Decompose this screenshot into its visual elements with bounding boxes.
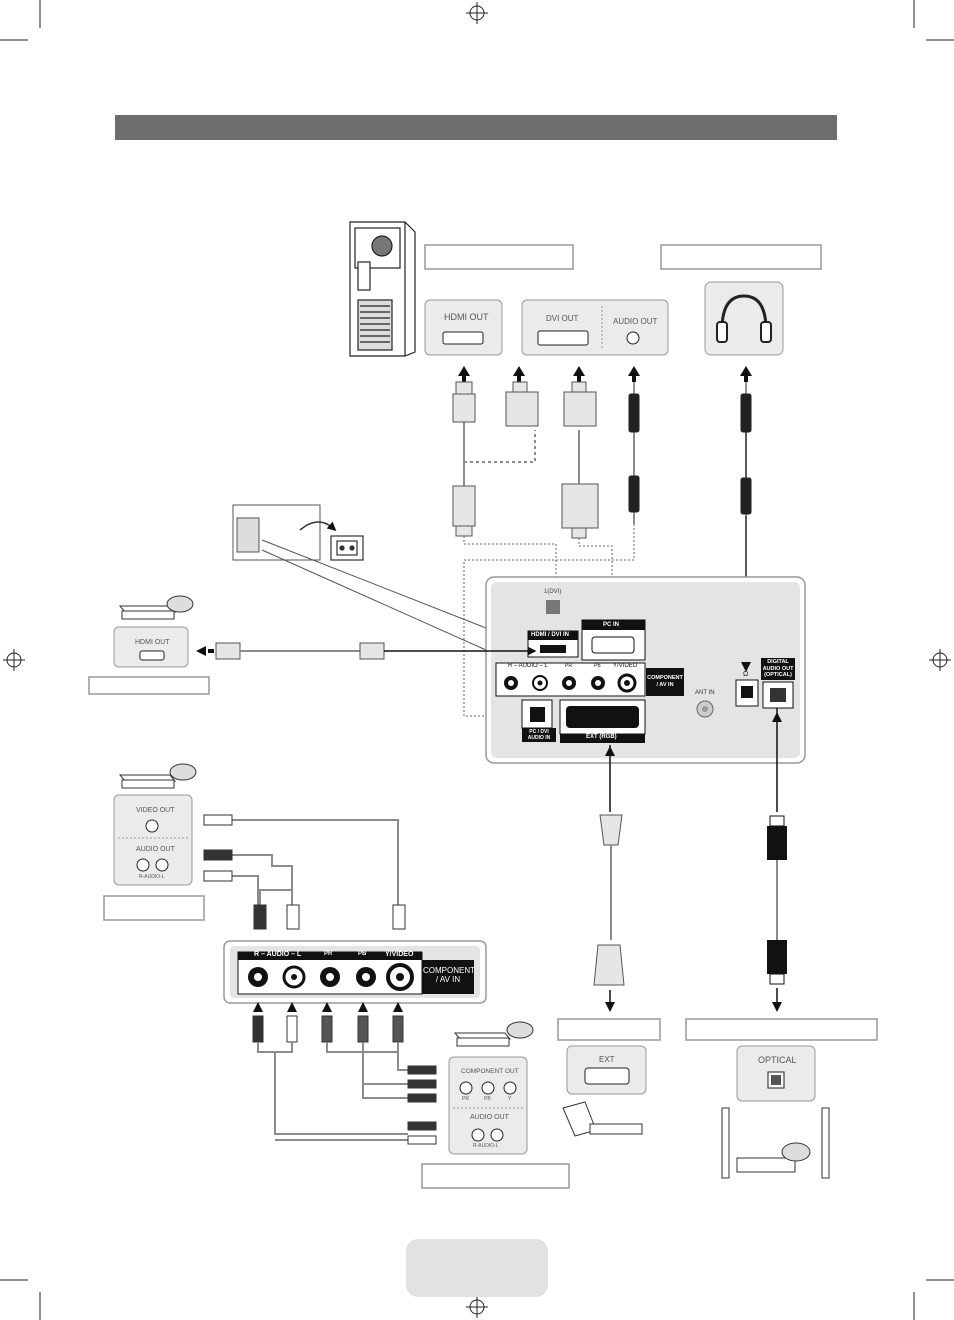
hdmi-device-caption-box xyxy=(88,676,210,695)
comp-pb-label: PB xyxy=(484,1096,491,1102)
tv-headphone-symbol: Ω xyxy=(743,671,749,678)
hdmi-device-panel xyxy=(113,626,189,668)
ext-device-panel xyxy=(566,1045,647,1095)
component-plugs xyxy=(252,1015,404,1043)
tv-ext-rgb-label: EXT (RGB) xyxy=(586,734,617,740)
left-hdmi-out-label: HDMI OUT xyxy=(135,639,170,646)
pc-audio-out-label: AUDIO OUT xyxy=(613,317,658,326)
tv-component-av-label: COMPONENT / AV IN xyxy=(647,675,683,688)
tv-pc-audio-port xyxy=(521,699,556,742)
component-cables xyxy=(257,1042,408,1141)
optical-device-caption-box xyxy=(685,1018,878,1041)
audio-out-left-label: AUDIO OUT xyxy=(136,846,175,853)
component-audio-out-label: AUDIO OUT xyxy=(470,1114,509,1121)
tv-pc-in-port xyxy=(581,619,646,661)
ext-device-caption-box xyxy=(557,1018,661,1041)
tv-optical-port xyxy=(761,658,795,709)
comp-y-label: Y xyxy=(508,1096,512,1102)
hdmi-num-label: 1(DVI) xyxy=(544,589,562,595)
tv-ext-rgb-port xyxy=(559,699,646,743)
computer-tower-icon xyxy=(349,221,416,357)
comp-pr-label: PR xyxy=(462,1096,469,1102)
speaker-icon xyxy=(721,1107,830,1179)
component-rca-heads xyxy=(407,1065,437,1145)
tv-component-label-bg xyxy=(646,668,684,696)
tv-ant-in-label: ANT IN xyxy=(695,690,715,696)
optical-device-panel xyxy=(736,1045,816,1102)
zoom-component-av-label: COMPONENT / AV IN xyxy=(423,966,475,984)
ext-label: EXT xyxy=(599,1055,615,1064)
hdmi-connector xyxy=(452,381,476,537)
cables-top xyxy=(463,420,635,486)
arrow-up-icon xyxy=(253,1002,403,1012)
zoom-pb-label: PB xyxy=(358,951,367,957)
arrow-up-icon xyxy=(458,366,752,382)
pc-dvi-out-label: DVI OUT xyxy=(546,314,579,323)
tv-y-video-label: Y/VIDEO xyxy=(613,663,638,669)
component-out-label: COMPONENT OUT xyxy=(461,1068,519,1075)
rca-plugs-av xyxy=(203,814,406,930)
registration-marks xyxy=(3,2,951,1318)
component-device-panel xyxy=(448,1056,528,1155)
dvd-player-icon xyxy=(453,1021,534,1047)
dvd-player-icon xyxy=(562,1101,643,1137)
av-device-caption-box xyxy=(103,895,205,921)
optical-cable xyxy=(767,708,787,1012)
audio-jack-connectors xyxy=(628,382,752,524)
dvi-connectors xyxy=(505,381,599,539)
tv-headphone-port xyxy=(735,679,759,707)
arrow-down-icon xyxy=(741,662,751,672)
tv-hdmi-dvi-label: HDMI / DVI IN xyxy=(531,632,570,638)
zoom-audio-label: R – AUDIO – L xyxy=(254,951,302,958)
pc-caption-box xyxy=(424,244,574,270)
tv-audio-row-label: R – AUDIO – L xyxy=(508,663,548,669)
arrow-left-icon xyxy=(196,646,206,656)
tv-pc-dvi-audio-label: PC / DVI AUDIO IN xyxy=(527,729,551,741)
component-device-caption-box xyxy=(421,1163,570,1189)
pc-dvi-audio-panel xyxy=(521,299,669,356)
component-audio-out-sub: R-AUDIO-L xyxy=(473,1143,499,1149)
optical-label: OPTICAL xyxy=(758,1055,797,1065)
audio-out-left-sub: R-AUDIO-L xyxy=(139,874,165,880)
dvd-player-icon xyxy=(118,595,194,620)
hdmi-device-cable xyxy=(196,642,537,660)
tv-pc-in-label: PC IN xyxy=(603,622,620,628)
tv-ant-in-port xyxy=(696,700,714,718)
tv-pb-label: PB xyxy=(594,663,601,669)
scart-cable xyxy=(593,745,625,1012)
plug-icon xyxy=(330,535,364,561)
tv-rca-row xyxy=(495,662,646,697)
av-device-panel xyxy=(113,794,193,886)
zoom-rca-ports xyxy=(248,963,414,991)
headphone-caption-box xyxy=(660,244,822,270)
zoom-component-label-bg xyxy=(422,960,474,994)
av-cables xyxy=(232,819,399,905)
tv-digital-audio-label: DIGITAL AUDIO OUT (OPTICAL) xyxy=(762,659,794,678)
tv-pr-label: PR xyxy=(565,663,572,669)
tv-back-sketch xyxy=(232,504,487,651)
dvd-player-icon xyxy=(118,763,197,789)
zoom-pr-label: PR xyxy=(324,951,333,957)
video-out-label: VIDEO OUT xyxy=(136,807,175,814)
headphone-icon xyxy=(704,281,784,356)
pc-hdmi-out-label: HDMI OUT xyxy=(444,312,489,322)
zoom-y-video-label: Y/VIDEO xyxy=(385,951,414,958)
section-header-bar xyxy=(115,115,837,140)
page-number-tab xyxy=(406,1239,548,1297)
pc-hdmi-out-panel xyxy=(424,299,503,356)
